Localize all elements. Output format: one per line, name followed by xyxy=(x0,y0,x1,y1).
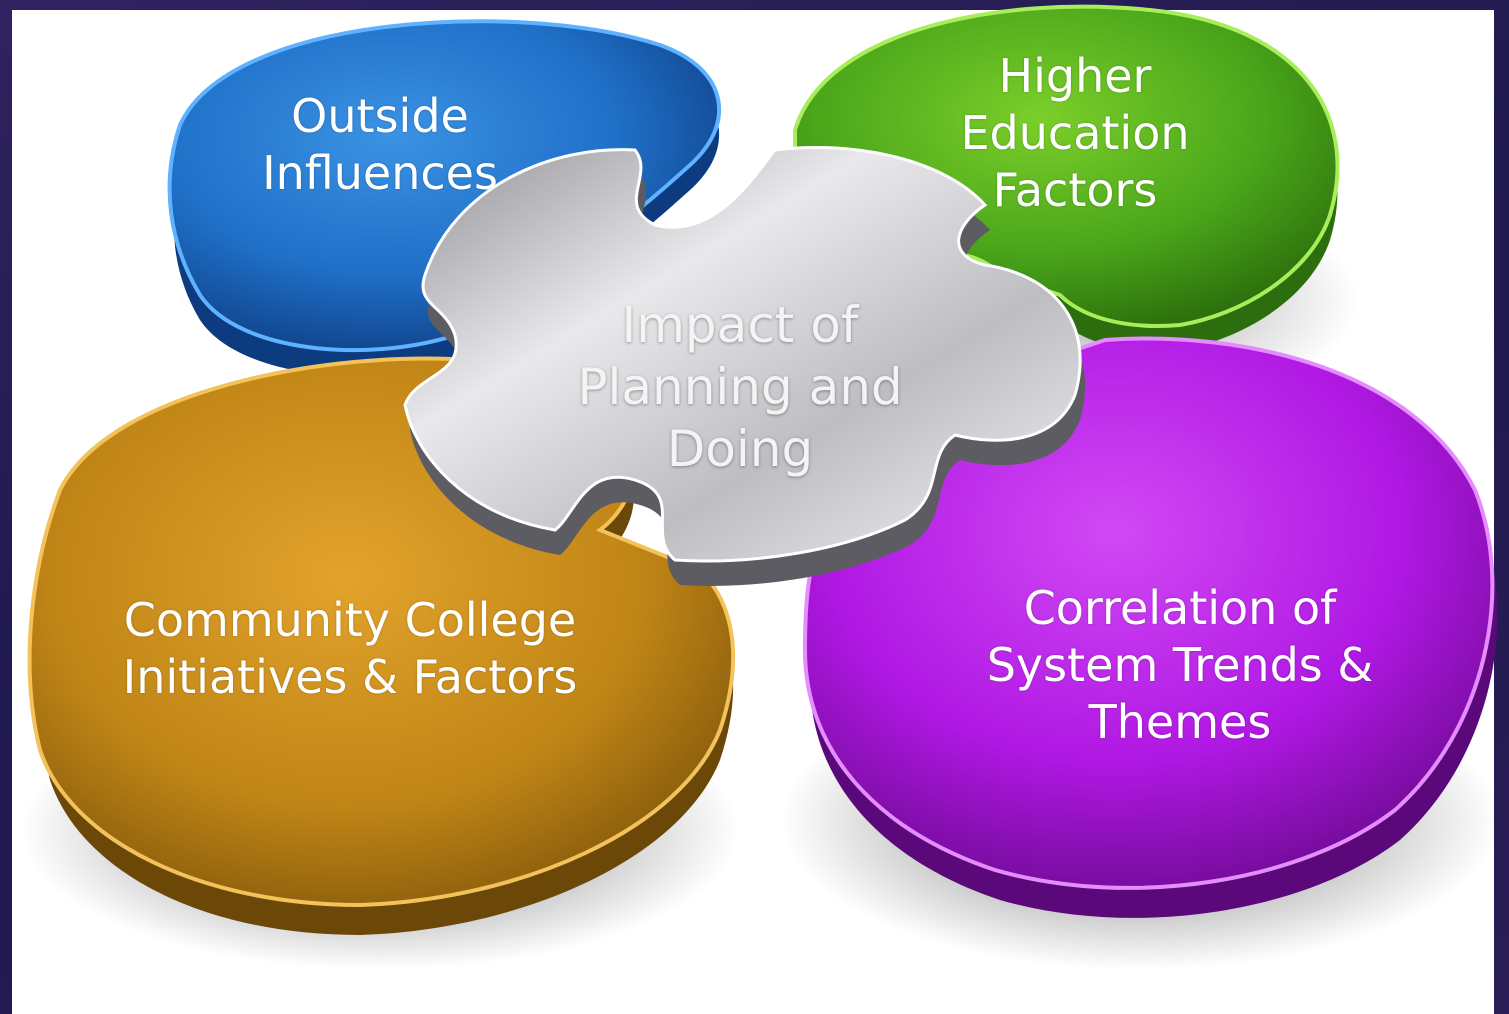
label-line: Higher xyxy=(998,49,1152,103)
label-outside-influences: Outside Influences xyxy=(200,88,560,202)
label-line: Influences xyxy=(262,146,498,201)
label-line: Community College xyxy=(123,593,577,647)
piece-correlation xyxy=(802,336,1498,918)
label-correlation-of-trends: Correlation of System Trends & Themes xyxy=(930,580,1430,751)
label-line: Correlation of xyxy=(1023,581,1337,635)
label-line: Impact of xyxy=(621,296,859,354)
piece-center-impact xyxy=(403,146,1086,586)
label-community-college: Community College Initiatives & Factors xyxy=(40,592,660,706)
label-impact-of-planning: Impact of Planning and Doing xyxy=(540,294,940,480)
piece-outside-influences xyxy=(167,19,722,377)
label-line: Doing xyxy=(666,420,814,478)
label-line: Outside xyxy=(291,89,469,143)
label-line: Education xyxy=(960,106,1190,161)
label-line: System Trends & xyxy=(986,638,1374,693)
label-line: Planning and xyxy=(577,358,903,416)
label-line: Themes xyxy=(1088,695,1272,750)
label-higher-education-factors: Higher Education Factors xyxy=(890,48,1260,219)
label-line: Factors xyxy=(992,163,1158,218)
label-line: Initiatives & Factors xyxy=(122,650,578,705)
